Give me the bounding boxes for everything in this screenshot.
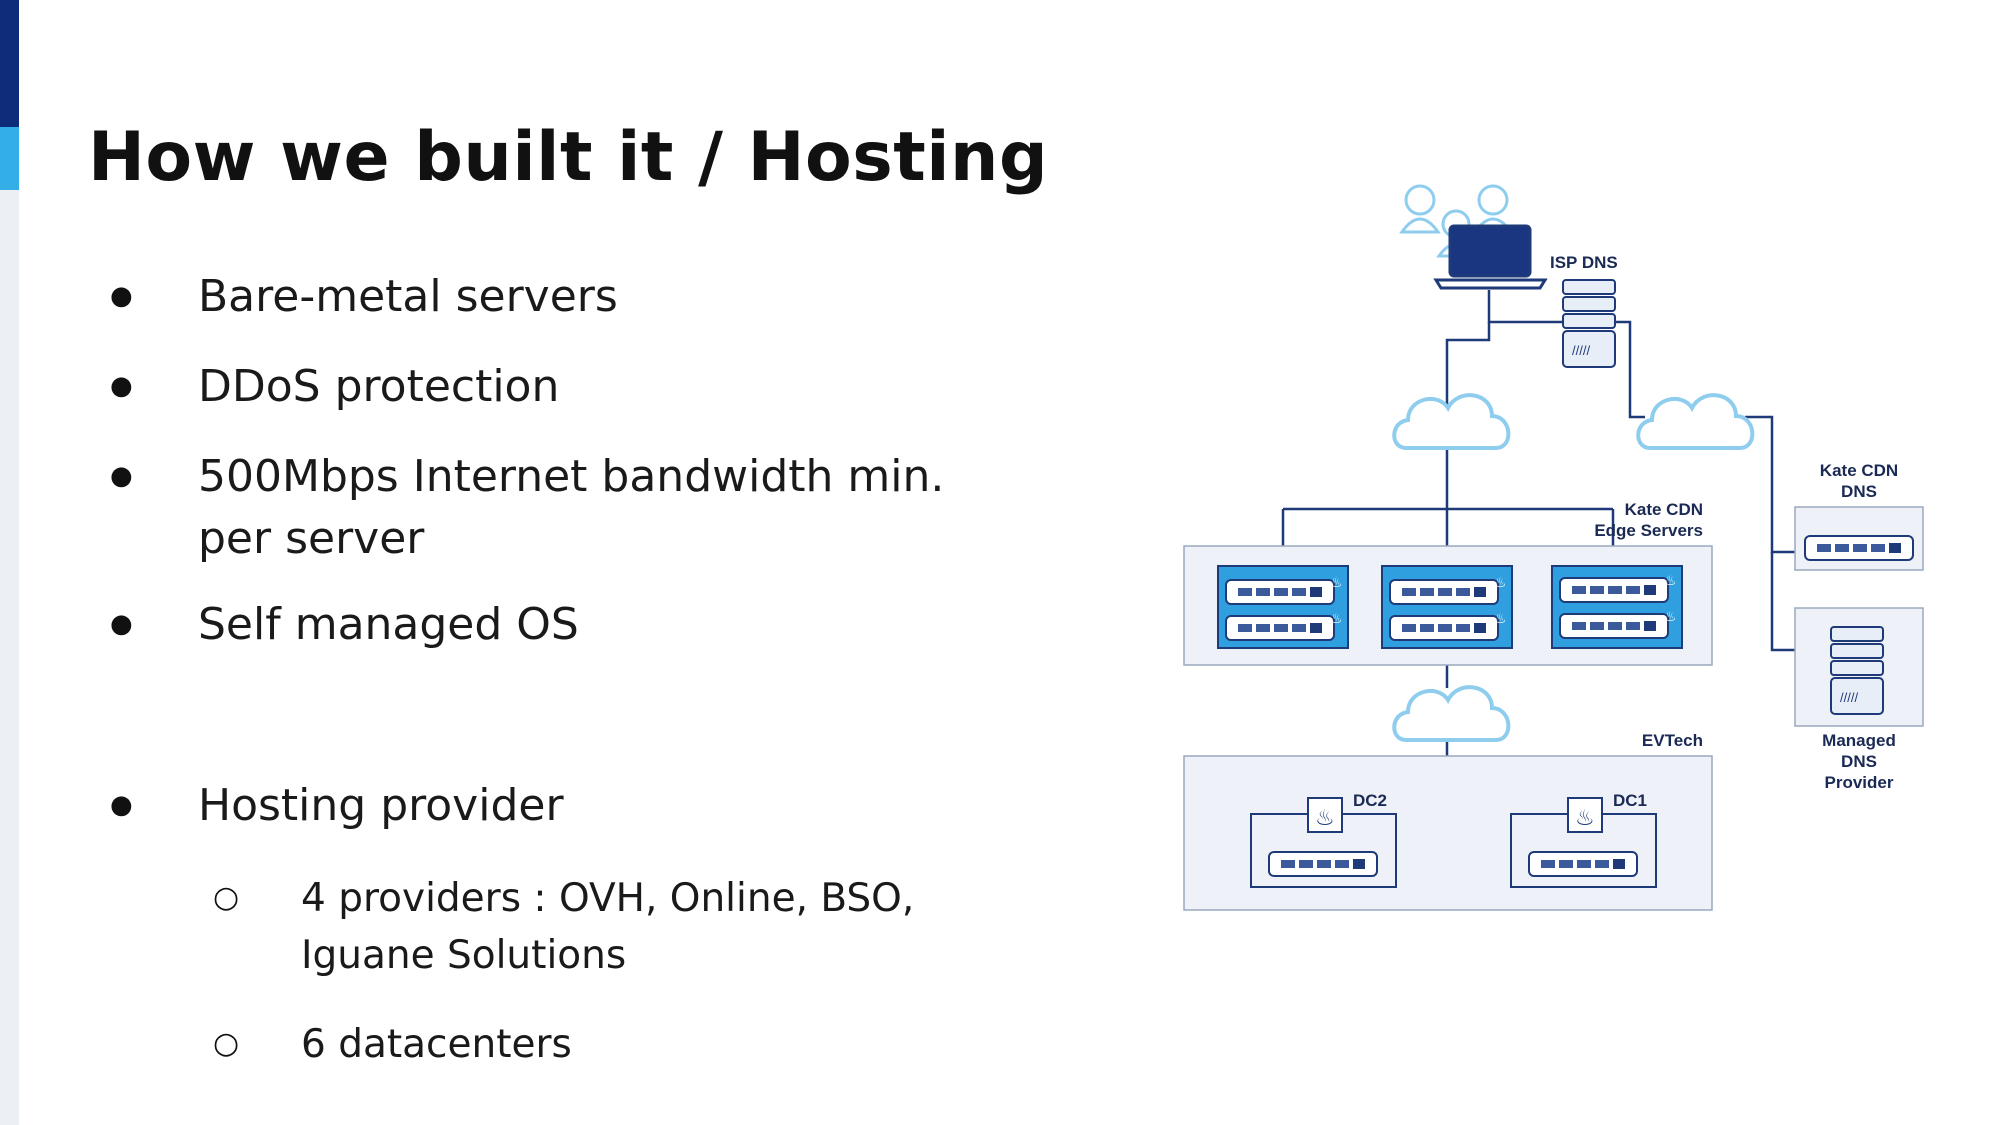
sub-list-item: ○ 4 providers : OVH, Online, BSO, Iguane…	[213, 870, 1021, 984]
flame-icon: ♨	[1330, 611, 1343, 627]
sub-bullet-text: 4 providers : OVH, Online, BSO, Iguane S…	[301, 876, 915, 978]
accent-bar-dark	[0, 0, 19, 127]
internet-cloud-icon	[1392, 685, 1511, 742]
flame-icon: ♨	[1330, 575, 1343, 591]
isp-dns-label: ISP DNS	[1550, 253, 1618, 272]
kate-cdn-dns-label: Kate CDN	[1820, 461, 1898, 480]
isp-dns-server-icon: /////	[1562, 279, 1616, 368]
edge-server-group: ♨ ♨	[1551, 565, 1683, 649]
dc2-label: DC2	[1353, 791, 1387, 810]
laptop-icon	[1433, 224, 1548, 290]
svg-text://///: /////	[1840, 690, 1858, 705]
firewall-icon	[1567, 797, 1603, 833]
flame-icon: ♨	[1664, 573, 1677, 589]
dc1-label: DC1	[1613, 791, 1647, 810]
managed-dns-label: Provider	[1825, 773, 1894, 792]
evtech-label: EVTech	[1642, 731, 1703, 750]
bullet-dot-icon: ●	[110, 371, 133, 401]
sub-bullet-text: 6 datacenters	[301, 1022, 572, 1067]
kate-cdn-dns-label: DNS	[1841, 482, 1877, 501]
bullet-dot-icon: ●	[110, 281, 133, 311]
list-item: ● Hosting provider	[110, 775, 1018, 837]
server-icon	[1268, 851, 1378, 877]
internet-cloud-icon	[1392, 393, 1511, 450]
bullet-circle-icon: ○	[213, 880, 240, 915]
dc1-group: ♨	[1510, 797, 1657, 888]
page-title: How we built it / Hosting	[88, 118, 1049, 197]
firewall-icon	[1307, 797, 1343, 833]
flame-icon: ♨	[1494, 575, 1507, 591]
accent-bar-light	[0, 127, 19, 190]
accent-bar	[0, 0, 19, 1125]
bullet-circle-icon: ○	[213, 1026, 240, 1061]
svg-text:♨: ♨	[1575, 806, 1595, 831]
dns-server-icon	[1804, 535, 1914, 561]
managed-dns-server-icon: /////	[1830, 626, 1884, 715]
bullet-dot-icon: ●	[110, 461, 133, 491]
dc2-group: ♨	[1250, 797, 1397, 888]
list-item: ● 500Mbps Internet bandwidth min. per se…	[110, 446, 978, 570]
flame-icon: ♨	[1494, 611, 1507, 627]
edge-servers-label: Edge Servers	[1594, 521, 1703, 540]
bullet-text: 500Mbps Internet bandwidth min. per serv…	[198, 451, 945, 564]
bullet-text: Hosting provider	[198, 780, 564, 831]
list-item: ● Self managed OS	[110, 594, 1018, 656]
svg-text:♨: ♨	[1315, 806, 1335, 831]
bullet-dot-icon: ●	[110, 609, 133, 639]
bullet-dot-icon: ●	[110, 790, 133, 820]
bullet-text: Self managed OS	[198, 599, 579, 650]
sub-list-item: ○ 6 datacenters	[213, 1016, 1021, 1073]
server-icon	[1528, 851, 1638, 877]
list-item: ● DDoS protection	[110, 356, 1018, 418]
connection-lines	[1270, 290, 1795, 803]
edge-server-group: ♨ ♨	[1381, 565, 1513, 649]
flame-icon: ♨	[1664, 609, 1677, 625]
cdn-architecture-diagram: ///// ISP DNS Kate CDN DNS ///// Managed…	[1183, 184, 1924, 911]
edge-servers-label: Kate CDN	[1625, 500, 1703, 519]
edge-server-group: ♨ ♨	[1217, 565, 1349, 649]
svg-text://///: /////	[1572, 343, 1590, 358]
list-item: ● Bare-metal servers	[110, 266, 1018, 328]
managed-dns-label: DNS	[1841, 752, 1877, 771]
managed-dns-label: Managed	[1822, 731, 1896, 750]
internet-cloud-icon	[1636, 393, 1755, 450]
bullet-text: DDoS protection	[198, 361, 560, 412]
bullet-text: Bare-metal servers	[198, 271, 618, 322]
